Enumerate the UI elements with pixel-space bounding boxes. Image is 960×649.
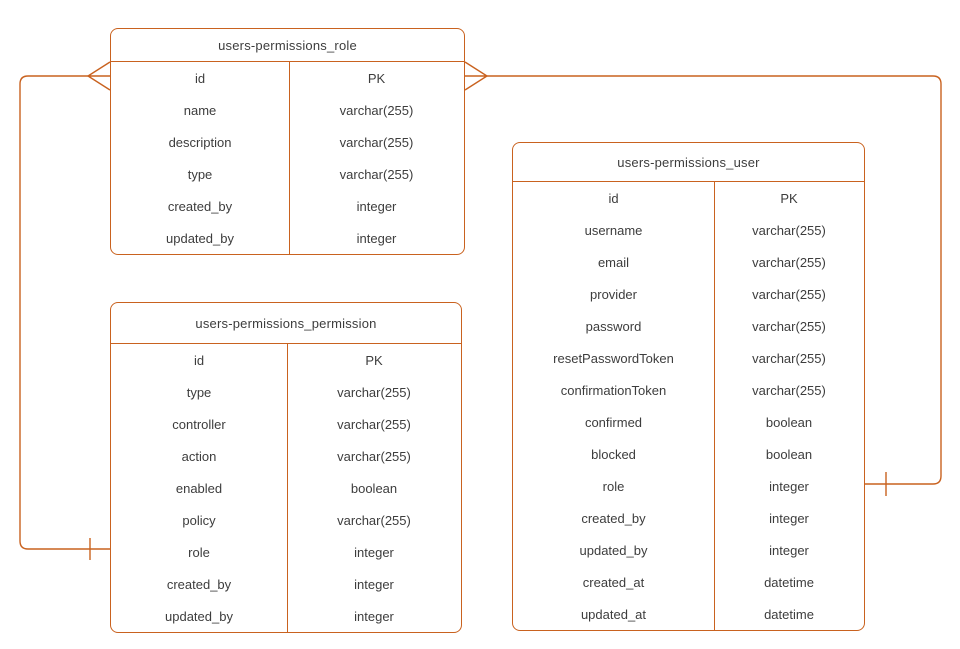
field-name: enabled (175, 480, 223, 496)
table-users-permissions-permission[interactable]: users-permissions_permission id PK type var… (110, 302, 462, 633)
field-type: boolean (350, 480, 398, 496)
field-row[interactable]: username varchar(255) (513, 214, 864, 246)
field-row[interactable]: provider varchar(255) (513, 278, 864, 310)
field-type: PK (367, 70, 386, 86)
field-row[interactable]: id PK (111, 344, 461, 376)
field-type: PK (780, 190, 798, 206)
field-row[interactable]: description varchar(255) (111, 126, 464, 158)
field-name: name (183, 102, 217, 118)
field-type: varchar(255) (752, 222, 826, 238)
field-row[interactable]: created_by integer (513, 502, 864, 534)
field-name: provider (590, 286, 637, 302)
crowsfoot-many-icon (464, 61, 489, 91)
field-type: integer (356, 230, 397, 246)
field-row[interactable]: updated_by integer (513, 534, 864, 566)
field-row[interactable]: created_by integer (111, 190, 464, 222)
table-field-rows: id PK username varchar(255) email varchar(255… (513, 182, 864, 630)
field-row[interactable]: role integer (513, 470, 864, 502)
field-name: password (585, 318, 642, 334)
table-users-permissions-user[interactable]: users-permissions_user id PK username varch… (512, 142, 865, 631)
field-name: role (602, 478, 625, 494)
field-type: integer (769, 510, 809, 526)
field-type: varchar(255) (337, 512, 411, 528)
field-row[interactable]: action varchar(255) (111, 440, 461, 472)
table-field-rows: id PK type varchar(255) controller varchar(25… (111, 344, 461, 632)
field-type: integer (354, 608, 394, 624)
table-title[interactable]: users-permissions_user (513, 143, 864, 182)
field-row[interactable]: id PK (513, 182, 864, 214)
field-type: varchar(255) (752, 350, 826, 366)
field-type: datetime (764, 606, 814, 622)
field-type: integer (769, 542, 809, 558)
field-type: integer (354, 576, 394, 592)
field-row[interactable]: updated_at datetime (513, 598, 864, 630)
table-title[interactable]: users-permissions_role (111, 29, 464, 62)
field-name: id (194, 70, 206, 86)
field-row[interactable]: password varchar(255) (513, 310, 864, 342)
field-type: varchar(255) (337, 448, 411, 464)
field-name: created_at (582, 574, 645, 590)
field-row[interactable]: confirmationToken varchar(255) (513, 374, 864, 406)
field-name: role (188, 544, 210, 560)
field-name: updated_by (165, 608, 233, 624)
table-title[interactable]: users-permissions_permission (111, 303, 461, 344)
field-type: varchar(255) (337, 384, 411, 400)
field-row[interactable]: type varchar(255) (111, 376, 461, 408)
field-type: datetime (764, 574, 814, 590)
field-type: boolean (765, 414, 813, 430)
field-name: action (181, 448, 217, 464)
field-row[interactable]: name varchar(255) (111, 94, 464, 126)
field-type: integer (356, 198, 397, 214)
field-name: confirmationToken (560, 382, 667, 398)
field-name: id (608, 190, 619, 206)
field-name: id (193, 352, 205, 368)
field-name: created_by (581, 510, 646, 526)
field-name: email (597, 254, 630, 270)
field-row[interactable]: blocked boolean (513, 438, 864, 470)
field-type: varchar(255) (339, 102, 414, 118)
field-name: created_by (167, 198, 233, 214)
field-row[interactable]: policy varchar(255) (111, 504, 461, 536)
field-type: varchar(255) (339, 166, 414, 182)
field-type: PK (365, 352, 383, 368)
field-row[interactable]: id PK (111, 62, 464, 94)
field-name: updated_by (166, 230, 234, 246)
field-name: updated_at (580, 606, 647, 622)
field-name: type (186, 384, 212, 400)
field-type: integer (354, 544, 394, 560)
field-name: confirmed (584, 414, 643, 430)
field-type: varchar(255) (752, 286, 826, 302)
field-type: varchar(255) (339, 134, 414, 150)
table-field-rows: id PK name varchar(255) description varchar(2… (111, 62, 464, 254)
field-row[interactable]: created_by integer (111, 568, 461, 600)
field-row[interactable]: resetPasswordToken varchar(255) (513, 342, 864, 374)
field-type: varchar(255) (752, 382, 826, 398)
field-type: varchar(255) (337, 416, 411, 432)
field-row[interactable]: confirmed boolean (513, 406, 864, 438)
field-row[interactable]: email varchar(255) (513, 246, 864, 278)
field-row[interactable]: controller varchar(255) (111, 408, 461, 440)
field-name: policy (182, 512, 216, 528)
field-type: boolean (765, 446, 813, 462)
field-row[interactable]: role integer (111, 536, 461, 568)
field-type: integer (769, 478, 809, 494)
field-type: varchar(255) (752, 254, 826, 270)
field-type: varchar(255) (752, 318, 826, 334)
field-row[interactable]: type varchar(255) (111, 158, 464, 190)
relationship-role-permission-line[interactable] (19, 75, 110, 550)
field-row[interactable]: updated_by integer (111, 600, 461, 632)
crowsfoot-many-icon (86, 61, 111, 91)
field-name: resetPasswordToken (553, 350, 674, 366)
field-name: blocked (591, 446, 636, 462)
field-name: updated_by (579, 542, 648, 558)
field-row[interactable]: created_at datetime (513, 566, 864, 598)
field-row[interactable]: enabled boolean (111, 472, 461, 504)
field-name: type (187, 166, 213, 182)
table-users-permissions-role[interactable]: users-permissions_role id PK name varchar(2… (110, 28, 465, 255)
field-name: description (168, 134, 232, 150)
field-name: created_by (166, 576, 232, 592)
field-name: controller (172, 416, 226, 432)
field-name: username (584, 222, 643, 238)
field-row[interactable]: updated_by integer (111, 222, 464, 254)
